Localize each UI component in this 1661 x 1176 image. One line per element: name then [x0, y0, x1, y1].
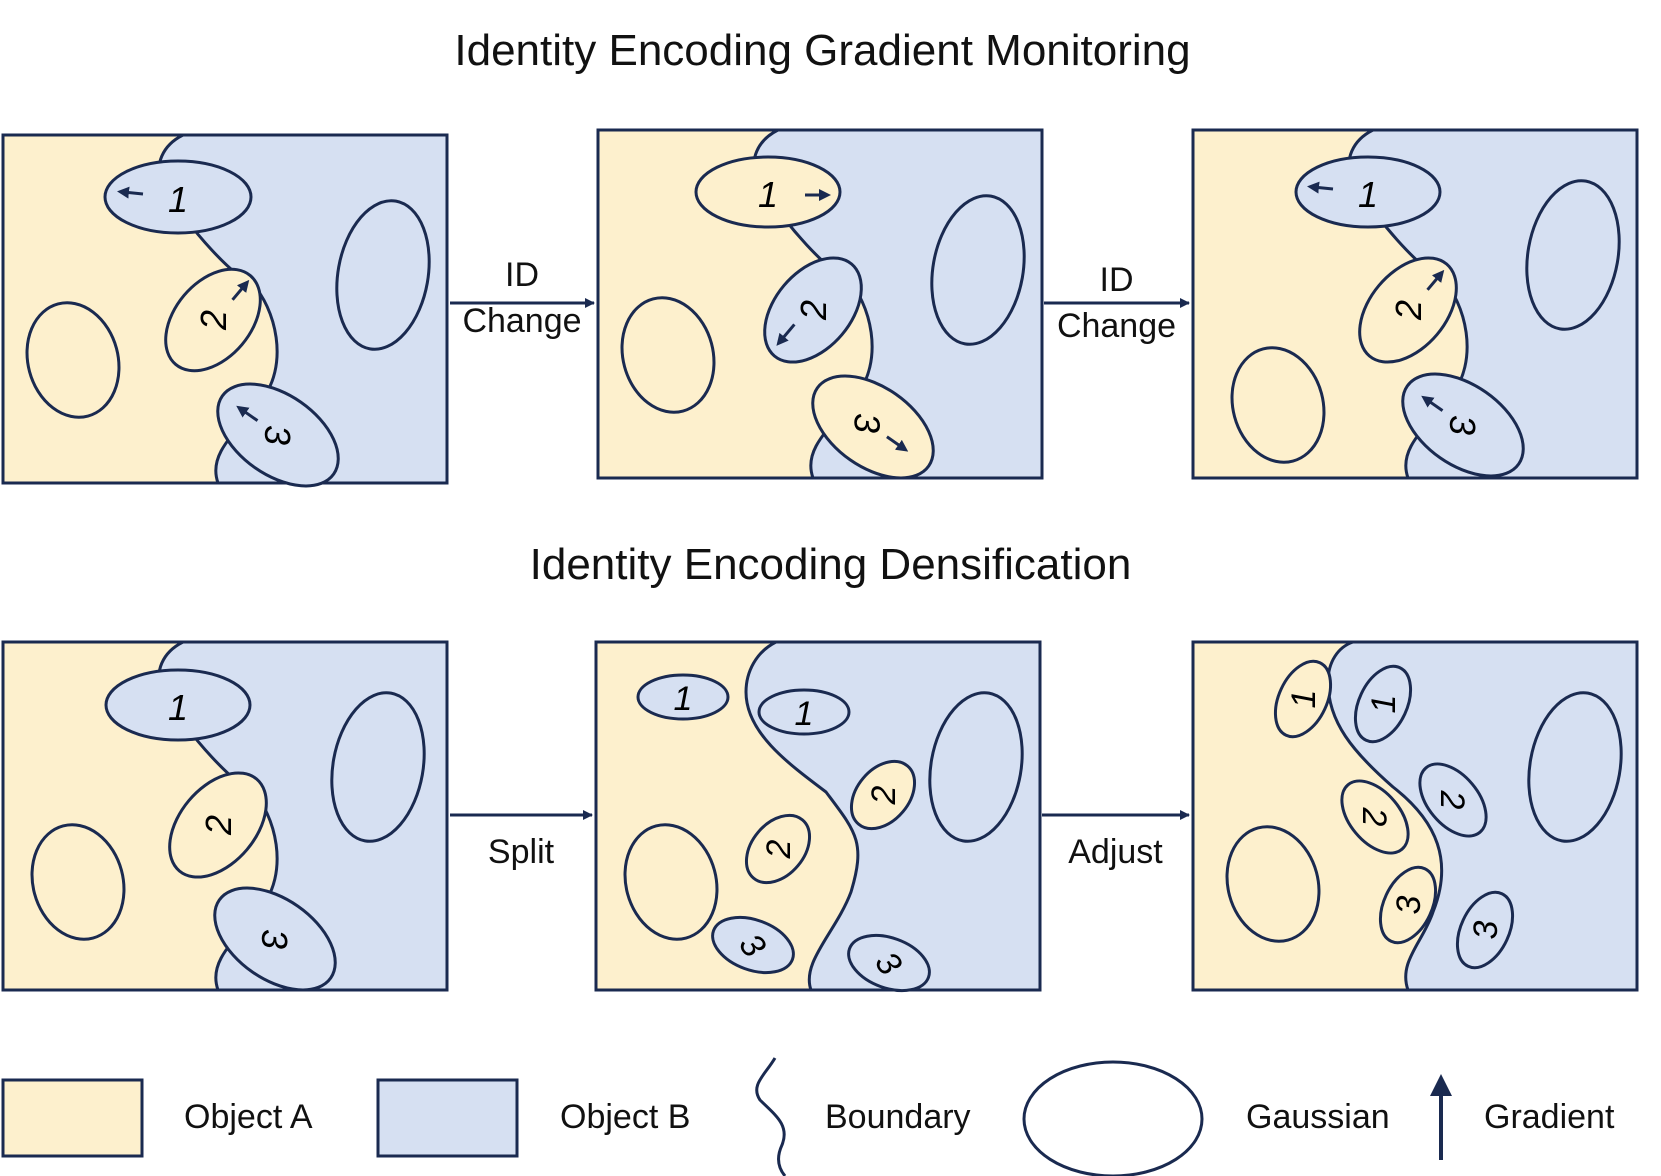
gaussian-icon [928, 691, 1024, 843]
gaussian-3a: 3 [1378, 865, 1438, 945]
gradient-arrow [776, 323, 796, 346]
gaussian-label-2: 2 [198, 815, 239, 836]
id-change-label-line-1: ID [1099, 261, 1134, 299]
gaussian-1a: 1 [1273, 659, 1333, 739]
legend-boundary-label: Boundary [825, 1098, 971, 1136]
gaussian-label-1: 1 [758, 174, 778, 215]
gaussian-icon [620, 296, 716, 414]
densification-title: Identity Encoding Densification [529, 540, 1132, 589]
gaussian-label-2: 2 [193, 310, 234, 331]
gaussian-label-1: 1 [795, 695, 814, 733]
gaussian-icon [623, 823, 719, 941]
gaussian-label-1: 1 [168, 687, 188, 728]
gaussian-label-1: 1 [1285, 690, 1323, 709]
gaussian-2b: 2 [849, 759, 917, 831]
gaussian-3: 3 [811, 374, 935, 480]
gaussian-3: 3 [213, 886, 337, 992]
legend-gaussian-icon [1022, 1060, 1204, 1176]
legend-object-b-label: Object B [560, 1098, 691, 1136]
gaussian-icon [1230, 346, 1326, 464]
gaussian-1a: 1 [636, 673, 730, 721]
legend-boundary-icon [755, 1057, 787, 1176]
gaussian-icon [30, 823, 126, 941]
gaussian-icon [330, 691, 426, 843]
legend-gradient-label: Gradient [1484, 1098, 1615, 1136]
gaussian-1: 1 [694, 155, 842, 229]
gaussian-label-1: 1 [1358, 174, 1378, 215]
gaussian-3: 3 [216, 382, 340, 488]
id-change-label-line-1: ID [505, 256, 539, 294]
gaussian-1: 1 [1294, 155, 1442, 229]
gradient-arrow [1426, 269, 1445, 291]
gaussian-2a: 2 [744, 813, 812, 885]
gaussian-icon [1225, 825, 1321, 943]
gaussian-icon [335, 199, 431, 351]
gaussian-2: 2 [164, 267, 262, 373]
monitoring-title: Identity Encoding Gradient Monitoring [454, 26, 1191, 75]
gaussian-1: 1 [103, 159, 253, 235]
gradient-arrow [886, 435, 909, 452]
id-change-label-line-2: Change [462, 301, 582, 340]
adjust-label: Adjust [1068, 833, 1163, 871]
gaussian-label-2: 2 [1355, 807, 1393, 827]
monitoring-panel-2: 1 2 3 [596, 128, 1044, 480]
gaussian-label-1: 1 [1365, 695, 1403, 714]
gaussian-label-3: 3 [257, 425, 298, 445]
monitoring-panel-1: 1 2 3 [1, 133, 449, 488]
gaussian-label-3: 3 [254, 929, 295, 949]
gaussian-label-3: 3 [1467, 920, 1505, 939]
gaussian-icon [25, 301, 121, 419]
gradient-arrow [1307, 181, 1334, 194]
gaussian-label-2: 2 [1388, 300, 1429, 321]
gaussian-2a: 2 [1340, 779, 1410, 855]
legend-object-b-swatch [376, 1078, 519, 1158]
gaussian-label-2: 2 [1433, 790, 1471, 810]
gaussian-3a: 3 [711, 915, 795, 975]
id-change-label-line-2: Change [1056, 306, 1177, 345]
id-change-label-2: ID Change [1044, 258, 1189, 350]
densification-panel-1: 1 2 3 [1, 640, 449, 992]
densification-panel-3: 1 1 2 2 3 3 [1191, 640, 1639, 992]
gaussian-label-3: 3 [1390, 895, 1428, 914]
monitoring-panel-3: 1 2 3 [1191, 128, 1639, 480]
gaussian-label-2: 2 [760, 839, 798, 859]
gradient-arrow [231, 279, 250, 301]
gradient-arrow [1421, 395, 1444, 412]
legend-object-a-label: Object A [184, 1098, 313, 1136]
legend-object-a-swatch [1, 1078, 144, 1158]
gradient-arrow [117, 186, 144, 199]
gaussian-label-2: 2 [793, 300, 834, 321]
gaussian-icon [930, 194, 1026, 346]
gaussian-1b: 1 [757, 688, 851, 736]
gaussian-1b: 1 [1353, 664, 1413, 744]
gaussian-icon [1525, 179, 1621, 331]
gradient-arrow [236, 405, 259, 422]
gaussian-label-1: 1 [168, 179, 188, 220]
gaussian-1: 1 [104, 668, 252, 742]
gaussian-2: 2 [168, 771, 268, 879]
gaussian-3b: 3 [847, 933, 931, 993]
id-change-label-1: ID Change [450, 253, 594, 345]
gaussian-2: 2 [763, 256, 863, 364]
split-label: Split [487, 833, 555, 871]
gaussian-label-1: 1 [674, 680, 693, 718]
gaussian-icon [1527, 691, 1623, 843]
densification-panel-2: 1 1 2 2 3 3 [594, 640, 1042, 993]
gaussian-label-3: 3 [1442, 415, 1483, 435]
gaussian-2b: 2 [1418, 762, 1488, 838]
gaussian-label-3: 3 [846, 413, 887, 433]
gaussian-label-2: 2 [865, 785, 903, 805]
gaussian-2: 2 [1358, 256, 1458, 364]
gaussian-3b: 3 [1455, 890, 1515, 970]
legend-gaussian-label: Gaussian [1246, 1098, 1390, 1136]
gaussian-3: 3 [1401, 372, 1525, 478]
